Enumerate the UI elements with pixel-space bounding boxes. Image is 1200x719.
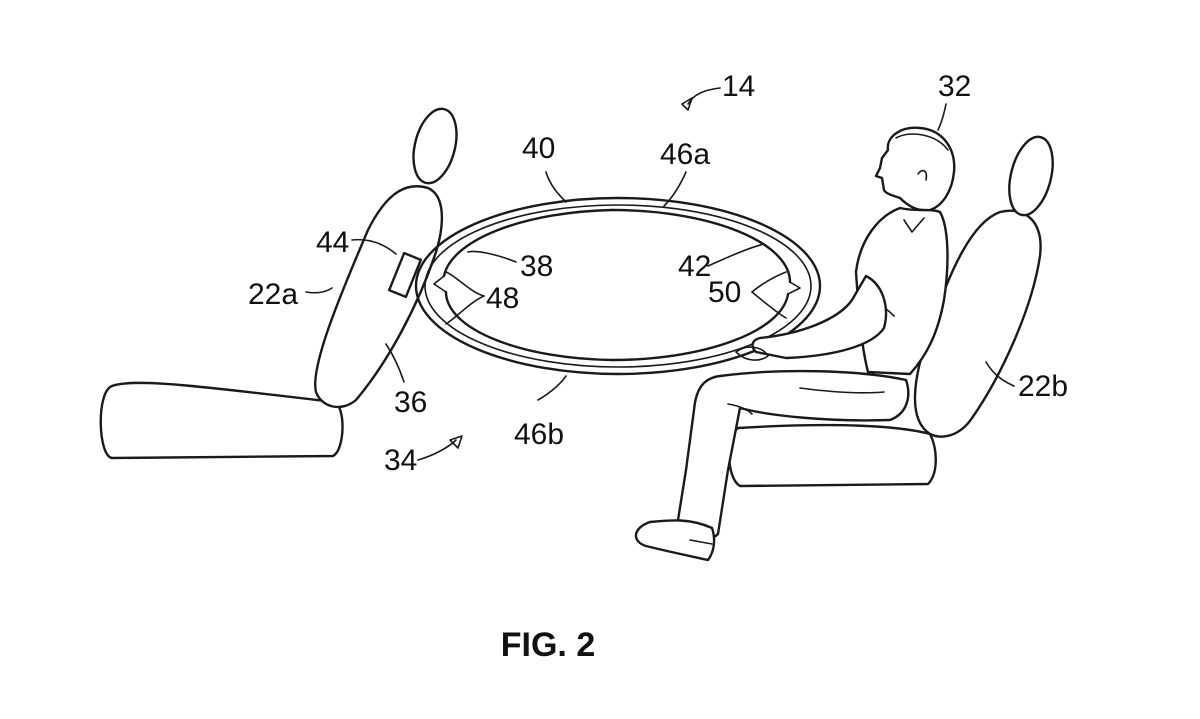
ref-label-42: 42 <box>678 250 711 283</box>
right-seat <box>728 135 1054 488</box>
occupant <box>634 126 956 562</box>
ref-label-32: 32 <box>938 70 971 103</box>
ref-label-40: 40 <box>522 132 555 165</box>
ref-label-22a: 22a <box>248 278 298 311</box>
figure-caption: FIG. 2 <box>501 626 595 664</box>
ref-label-38: 38 <box>520 250 553 283</box>
ref-label-50: 50 <box>708 276 741 309</box>
ref-label-44: 44 <box>316 226 349 259</box>
ref-label-36: 36 <box>394 386 427 419</box>
ref-label-46b: 46b <box>514 418 564 451</box>
leader-lines <box>305 87 1015 461</box>
ref-label-46a: 46a <box>660 138 710 171</box>
ref-label-48: 48 <box>486 282 519 315</box>
ref-label-34: 34 <box>384 444 417 477</box>
ref-label-22b: 22b <box>1018 370 1068 403</box>
ref-label-14: 14 <box>722 70 755 103</box>
left-seat <box>99 107 458 460</box>
table-assembly <box>414 196 822 376</box>
